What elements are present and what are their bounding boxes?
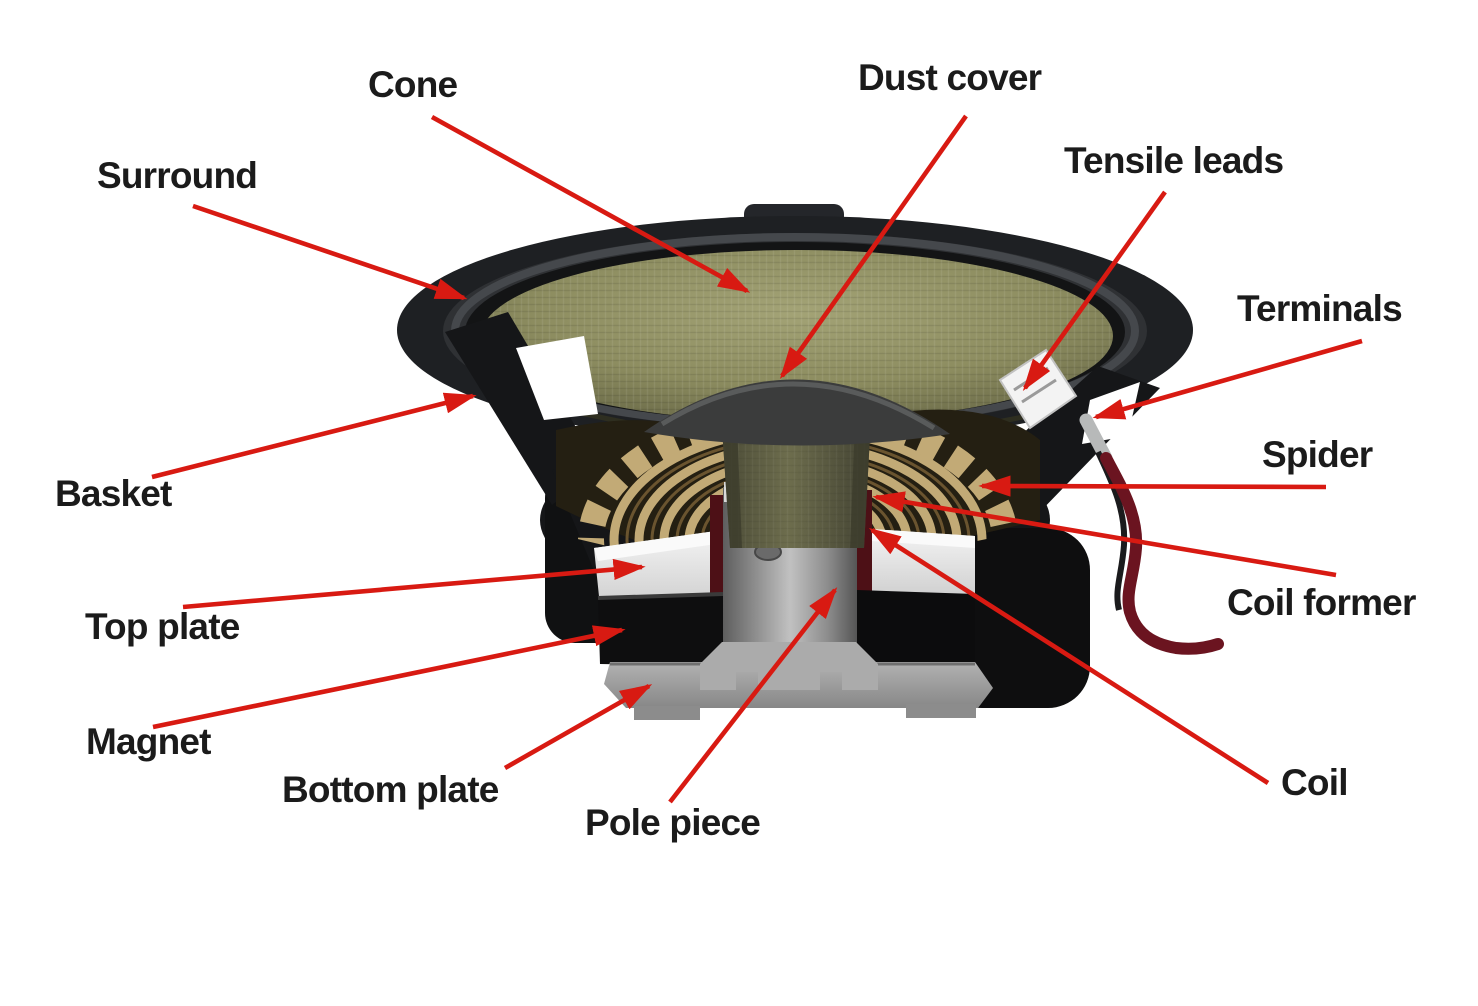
arrow-pole-piece: [668, 587, 838, 804]
arrow-top-plate: [182, 558, 646, 610]
lead-wires: [1079, 413, 1224, 655]
voice-coil-left: [710, 495, 724, 603]
arrow-dust-cover: [779, 114, 968, 380]
arrow-spider: [978, 475, 1327, 497]
arrow-coil: [868, 528, 1270, 785]
braided-lead: [1079, 413, 1113, 465]
maroon-wire: [1100, 452, 1224, 655]
arrow-bottom-plate: [503, 684, 653, 770]
arrow-surround: [192, 203, 468, 301]
arrow-terminals: [1092, 338, 1363, 420]
arrow-coil-former: [872, 491, 1337, 578]
arrow-basket: [151, 392, 477, 480]
dust-cover: [644, 379, 950, 446]
arrow-tensile-leads: [1022, 190, 1167, 391]
arrow-magnet: [152, 625, 626, 730]
magnet-left: [598, 594, 723, 666]
magnet-right: [857, 590, 975, 666]
arrow-cone: [430, 114, 751, 294]
motor-assembly: [594, 482, 993, 720]
